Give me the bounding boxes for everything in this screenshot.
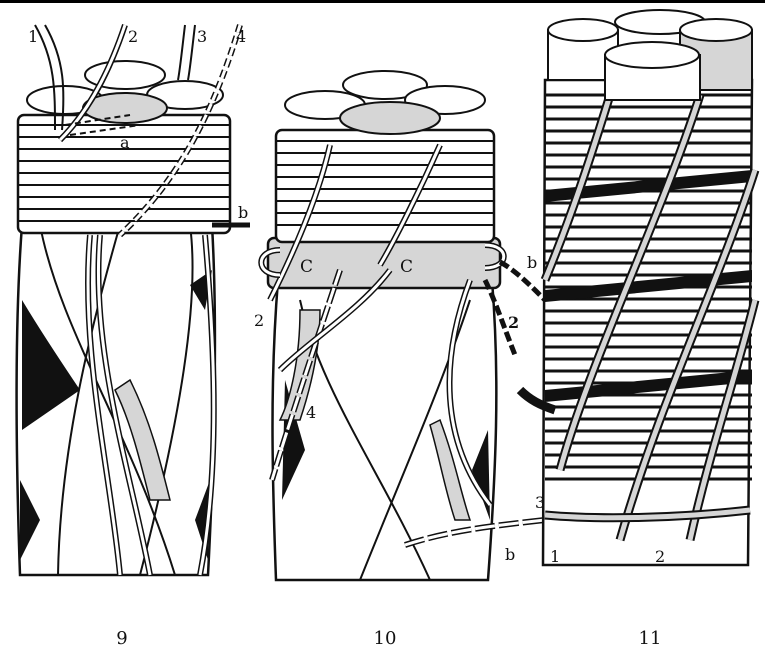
fig10-label-4: 4: [306, 403, 316, 422]
figure-11: 1 2: [520, 10, 755, 566]
fig10-whipping-turns: [276, 130, 494, 242]
fig10-label-c-right: C: [400, 257, 413, 277]
figure-10-number: 10: [355, 628, 415, 649]
fig9-label-3: 3: [197, 27, 207, 46]
figure-9-number: 9: [92, 628, 152, 649]
fig9-label-2: 2: [128, 27, 138, 46]
fig10-label-b-bottom: b: [505, 545, 515, 564]
fig9-label-1: 1: [28, 27, 38, 46]
fig11-label-1: 1: [550, 547, 560, 566]
fig9-label-4: 4: [236, 27, 246, 46]
fig9-label-b: b: [238, 203, 248, 222]
fig9-label-a: a: [120, 133, 130, 152]
fig10-label-2-right: 2: [508, 313, 519, 332]
fig11-label-2: 2: [655, 547, 665, 566]
fig10-label-b-top: b: [527, 253, 537, 272]
figure-9: 1 2 3 4 a b: [17, 25, 251, 575]
fig10-label-c-left: C: [300, 257, 313, 277]
fig10-label-2-left: 2: [254, 311, 264, 330]
figure-11-number: 11: [620, 628, 680, 649]
figure-10: C C 2 4 b 2 3 b: [254, 71, 545, 580]
